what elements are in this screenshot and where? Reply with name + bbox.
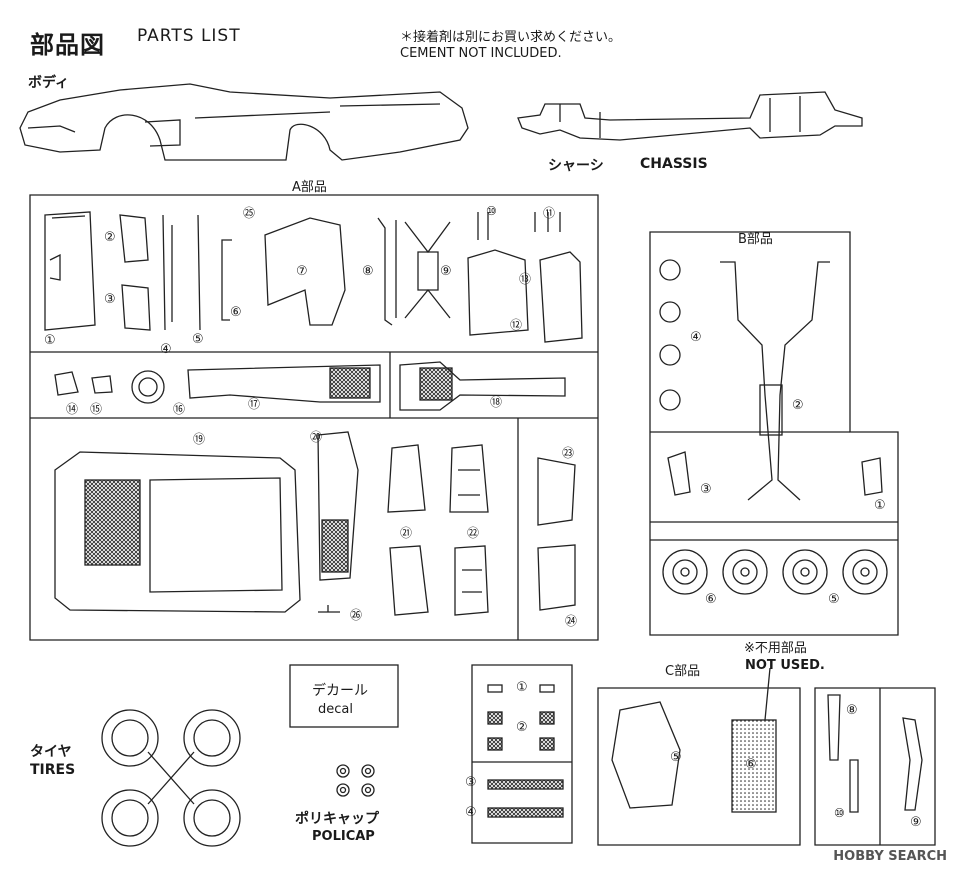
tree-b: [649, 231, 899, 636]
part-a-8: ⑧: [362, 264, 374, 279]
body-label: ボディ: [28, 75, 70, 91]
part-c-10: ⑩: [834, 806, 845, 820]
chassis: [517, 91, 863, 141]
part-a-9: ⑨: [440, 264, 452, 279]
part-a-21: ㉑: [400, 526, 413, 540]
not-used-label-en: NOT USED.: [745, 658, 825, 673]
part-b-1: ①: [874, 498, 886, 513]
part-a-25: ㉕: [243, 206, 256, 220]
cement-note-jp: ＊接着剤は別にお買い求めください。: [400, 30, 622, 45]
tree-b-label: B部品: [735, 228, 776, 247]
part-a-3: ③: [104, 292, 116, 307]
part-a-4: ④: [160, 342, 172, 357]
part-a-17: ⑰: [248, 397, 261, 411]
part-a-19: ⑲: [193, 432, 206, 446]
part-c-4: ④: [465, 805, 477, 820]
part-c-3: ③: [465, 775, 477, 790]
tree-c-right: [814, 687, 936, 846]
part-b-2: ②: [792, 398, 804, 413]
tree-a-label: A部品: [292, 180, 327, 195]
cement-note-en: CEMENT NOT INCLUDED.: [400, 46, 562, 61]
part-a-22: ㉒: [467, 526, 480, 540]
decal-box: [289, 664, 399, 728]
part-a-5: ⑤: [192, 332, 204, 347]
watermark: HOBBY SEARCH: [833, 849, 947, 864]
part-b-5: ⑤: [828, 592, 840, 607]
tires-label-jp: タイヤ: [30, 744, 72, 760]
part-a-11: ⑪: [543, 206, 556, 220]
part-b-4: ④: [690, 330, 702, 345]
part-c-5: ⑤: [670, 750, 682, 765]
decal-label-en: decal: [318, 702, 353, 717]
part-b-3: ③: [700, 482, 712, 497]
tires: [101, 709, 241, 847]
part-a-15: ⑮: [90, 402, 103, 416]
chassis-label-en: CHASSIS: [640, 156, 708, 172]
part-a-12: ⑫: [510, 318, 523, 332]
part-a-7: ⑦: [296, 264, 308, 279]
not-used-label-jp: ※不用部品: [744, 641, 807, 656]
part-a-26: ㉖: [350, 608, 363, 622]
chassis-label-jp: シャーシ: [548, 158, 604, 174]
part-a-16: ⑯: [173, 402, 186, 416]
body-shell: [19, 83, 469, 161]
tree-c-lights: [471, 664, 573, 844]
part-c-8: ⑧: [846, 703, 858, 718]
policap: [336, 764, 375, 797]
part-a-18: ⑱: [490, 395, 503, 409]
part-a-6: ⑥: [230, 305, 242, 320]
tree-c-label: C部品: [665, 664, 701, 679]
part-a-20: ⑳: [310, 430, 323, 444]
part-a-2: ②: [104, 230, 116, 245]
policap-label-en: POLICAP: [312, 829, 375, 844]
title-en: PARTS LIST: [137, 26, 241, 46]
part-a-23: ㉓: [562, 446, 575, 460]
title-jp: 部品図: [30, 31, 105, 59]
part-b-6: ⑥: [705, 592, 717, 607]
part-a-1: ①: [44, 333, 56, 348]
tree-c: [597, 667, 801, 846]
part-a-10: ⑩: [486, 204, 497, 218]
part-c-1: ①: [516, 680, 528, 695]
part-a-13: ⑬: [519, 272, 532, 286]
policap-label-jp: ポリキャップ: [295, 811, 379, 827]
part-c-9: ⑨: [910, 815, 922, 830]
part-c-6: ⑥: [745, 757, 757, 772]
part-a-24: ㉔: [565, 614, 578, 628]
part-a-14: ⑭: [66, 402, 79, 416]
tires-label-en: TIRES: [30, 762, 76, 778]
decal-label-jp: デカール: [312, 683, 368, 699]
tree-a: [29, 194, 599, 641]
part-c-2: ②: [516, 720, 528, 735]
